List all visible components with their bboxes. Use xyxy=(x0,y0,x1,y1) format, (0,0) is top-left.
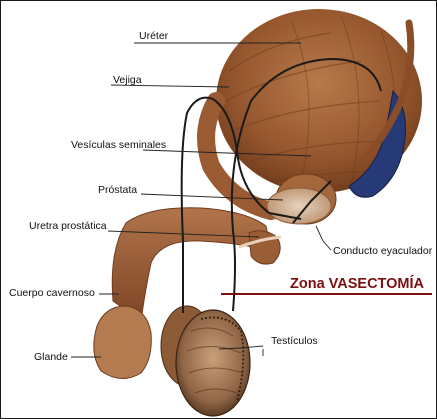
label-corpus-cavernosum: Cuerpo cavernoso xyxy=(9,287,95,299)
vasectomy-zone-label: Zona VASECTOMÍA xyxy=(290,276,424,292)
label-bladder: Vejiga xyxy=(113,74,142,86)
label-prostatic-urethra: Uretra prostática xyxy=(29,220,107,232)
label-testicles: Testículos xyxy=(271,335,318,347)
label-prostate: Próstata xyxy=(98,184,137,196)
label-seminal-vesicles: Vesículas seminales xyxy=(71,139,166,151)
testicles-shape xyxy=(161,306,250,416)
label-ejaculatory-duct: Conducto eyaculador xyxy=(333,245,432,257)
label-ureter: Uréter xyxy=(139,30,168,42)
label-glans: Glande xyxy=(34,351,68,363)
